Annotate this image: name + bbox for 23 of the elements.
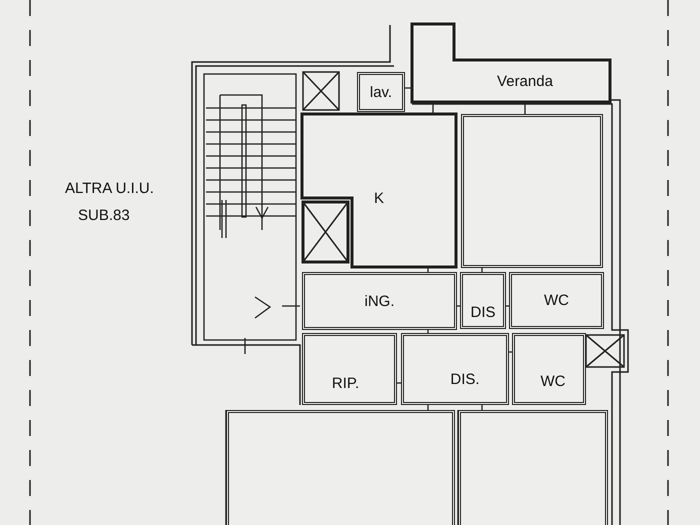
room-label: K — [374, 190, 384, 207]
room — [460, 272, 506, 329]
room — [357, 72, 405, 112]
room — [302, 333, 397, 405]
room — [401, 333, 509, 405]
room-label: Veranda — [497, 72, 553, 90]
room-label: RIP. — [332, 374, 360, 392]
unit-label: ALTRA U.I.U. — [65, 180, 154, 197]
unit-label: SUB.83 — [78, 207, 130, 224]
room — [226, 410, 455, 525]
room — [458, 410, 608, 525]
room — [300, 112, 458, 269]
room-label: DIS — [470, 304, 496, 321]
room — [509, 272, 604, 329]
room-label: iNG. — [364, 292, 394, 310]
room — [410, 22, 612, 104]
room-label: WC — [544, 292, 569, 309]
room — [512, 333, 586, 405]
room-label: WC — [540, 372, 566, 390]
room — [302, 272, 457, 330]
room-label: DIS. — [450, 370, 480, 388]
room — [461, 114, 603, 268]
room-label: lav. — [370, 84, 392, 100]
